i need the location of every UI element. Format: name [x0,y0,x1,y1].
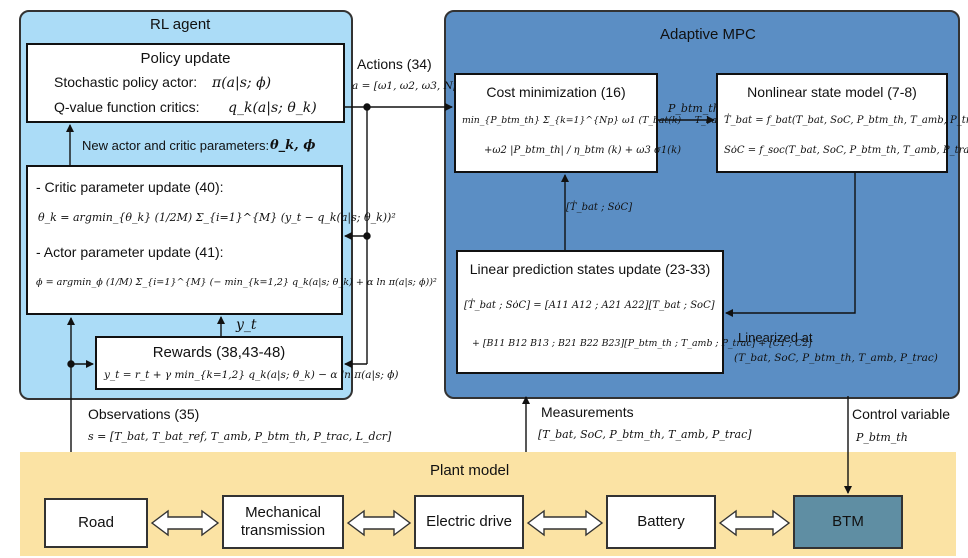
double-arrow-drive-battery [526,509,604,537]
plant-road-label: Road [78,514,114,531]
plant-btm-label: BTM [832,513,864,530]
double-arrow-road-transmission [150,509,220,537]
rewards-box: Rewards (38,43-48) y_t = r_t + γ min_{k=… [95,336,399,390]
nonlinear-state-model-box: Nonlinear state model (7-8) Ṫ_bat = f_ba… [716,73,968,173]
actor-update-title: - Actor parameter update (41): [36,244,224,260]
linear-prediction-box: Linear prediction states update (23-33) … [456,250,812,374]
nonlinear-equation-soc: SȯC = f_soc(T_bat, SoC, P_btm_th, T_amb,… [724,145,968,156]
critic-update-title: - Critic parameter update (40): [36,179,224,195]
rewards-title: Rewards (38,43-48) [152,344,286,361]
linear-prediction-title: Linear prediction states update (23-33) [469,261,711,277]
observations-label: Observations (35) [88,406,200,422]
critic-update-equation: θ_k = argmin_{θ_k} (1/2M) Σ_{i=1}^{M} (y… [38,211,396,224]
plant-battery-box: Battery [606,495,716,549]
policy-update-box: Policy update Stochastic policy actor: π… [26,43,345,123]
plant-electric-drive-box: Electric drive [414,495,524,549]
plant-electric-drive-label: Electric drive [426,513,512,530]
actions-label: Actions (34) [357,56,432,72]
double-arrow-transmission-drive [346,509,412,537]
cost-minimization-box: Cost minimization (16) min_{P_btm_th} Σ_… [454,73,746,173]
parameter-update-box: - Critic parameter update (40): θ_k = ar… [26,165,437,315]
cost-minimization-title: Cost minimization (16) [486,84,626,100]
rewards-equation: y_t = r_t + γ min_{k=1,2} q_k(a|s; θ_k) … [104,369,399,381]
plant-mechanical-transmission-label: Mechanical transmission [240,504,326,539]
p-btm-th-label: P_btm_th [668,102,720,115]
state-vector-label: [Ṫ_bat ; SȯC] [566,202,633,213]
cost-equation-line1: min_{P_btm_th} Σ_{k=1}^{Np} ω1 (T_bat(k)… [462,115,747,126]
cost-equation-line2: +ω2 |P_btm_th| / η_btm (k) + ω3 σ1(k) [484,145,682,156]
new-params-equation: θ_k, ϕ [270,138,316,153]
nonlinear-model-title: Nonlinear state model (7-8) [747,84,917,100]
critic-equation: q_k(a|s; θ_k) [228,100,317,116]
adaptive-mpc-title: Adaptive MPC [660,26,756,43]
actor-equation: π(a|s; ϕ) [212,75,272,91]
measurements-equation: [T_bat, SoC, P_btm_th, T_amb, P_trac] [538,428,752,441]
plant-battery-label: Battery [637,513,685,530]
nonlinear-to-linear-arrow [725,173,856,317]
linear-equation-line1: [Ṫ_bat ; SȯC] = [A11 A12 ; A21 A22][T_ba… [464,300,715,311]
yt-label: y_t [236,317,257,333]
linearized-at-equation: (T_bat, SoC, P_btm_th, T_amb, P_trac) [734,352,938,364]
actions-equation: a = [ω1, ω2, ω3, Np, Nc] [352,80,486,92]
plant-road-box: Road [44,498,148,548]
plant-model-title: Plant model [430,462,510,479]
nonlinear-equation-tbat: Ṫ_bat = f_bat(T_bat, SoC, P_btm_th, T_am… [724,115,968,126]
control-variable-equation: P_btm_th [856,431,908,444]
observations-equation: s = [T_bat, T_bat_ref, T_amb, P_btm_th, … [88,430,392,443]
measurements-label: Measurements [541,404,634,420]
actor-update-equation: ϕ = argmin_ϕ (1/M) Σ_{i=1}^{M} (− min_{k… [36,277,437,288]
plant-mechanical-transmission-box: Mechanical transmission [222,495,344,549]
linear-equation-line2: + [B11 B12 B13 ; B21 B22 B23][P_btm_th ;… [472,338,812,349]
control-variable-label: Control variable [852,406,951,422]
policy-update-title: Policy update [140,50,231,67]
new-params-label: New actor and critic parameters: [82,138,270,153]
critic-line-label: Q-value function critics: [54,99,200,115]
double-arrow-battery-btm [718,509,791,537]
linearized-at-label: Linearized at [738,330,813,345]
plant-btm-box: BTM [793,495,903,549]
rl-agent-title: RL agent [150,16,211,33]
actor-line-label: Stochastic policy actor: [54,74,198,90]
